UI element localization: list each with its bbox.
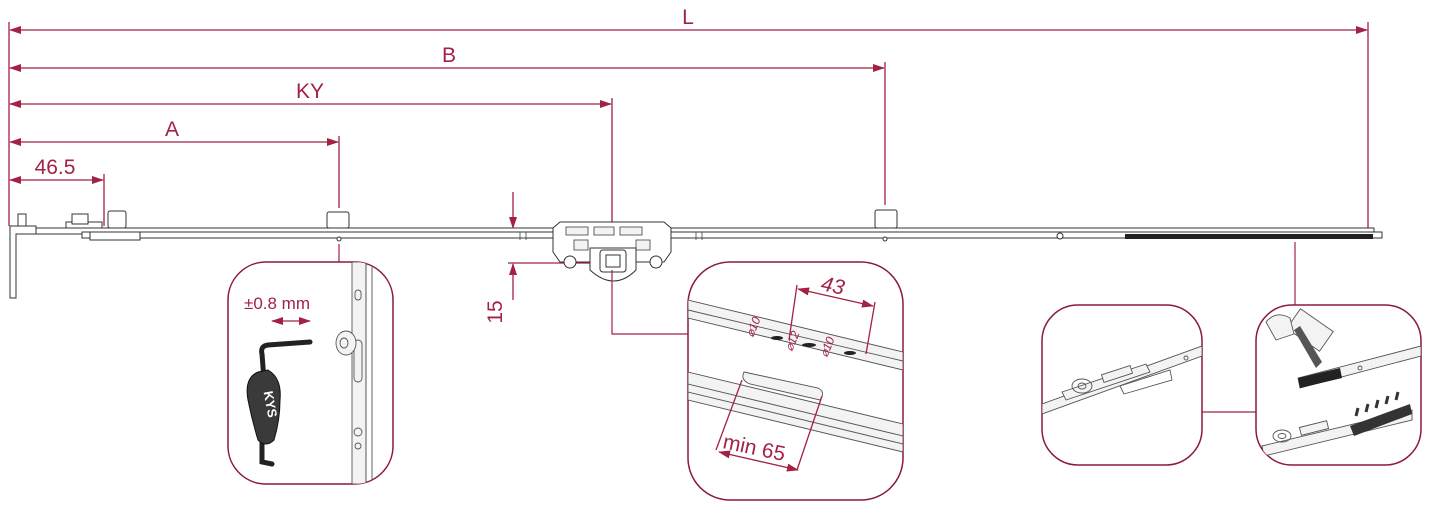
dimension-A-label: A — [165, 118, 179, 141]
dimension-offset-label: 46.5 — [35, 156, 76, 179]
serrated-end — [1125, 234, 1373, 239]
detail-cutting — [1255, 304, 1422, 466]
espagnolette-bar — [9, 209, 1383, 299]
spacing-label: 43 — [819, 272, 847, 299]
dimension-KY: KY — [9, 80, 613, 222]
tolerance-label: ±0.8 mm — [244, 294, 310, 313]
detail-groove: 43 ⌀10 ⌀12 ⌀10 min 65 — [687, 261, 904, 501]
detail-adjustment: KYS ±0.8 mm — [227, 261, 394, 485]
detail-bar-end — [1041, 304, 1203, 466]
dimension-L-label: L — [682, 6, 694, 29]
roller-cam-A — [326, 211, 350, 229]
dimension-offset: 46.5 — [9, 156, 105, 226]
dimension-B: B — [9, 44, 886, 205]
tool-brand: KYS — [261, 390, 280, 419]
roller-cam-B — [874, 209, 898, 229]
dimension-A: A — [9, 118, 340, 208]
dimension-height-label: 15 — [484, 300, 507, 323]
dimension-L: L — [8, 6, 1369, 228]
dimension-height: 15 — [484, 192, 600, 324]
dimension-KY-label: KY — [296, 80, 324, 103]
dimension-B-label: B — [442, 44, 456, 67]
